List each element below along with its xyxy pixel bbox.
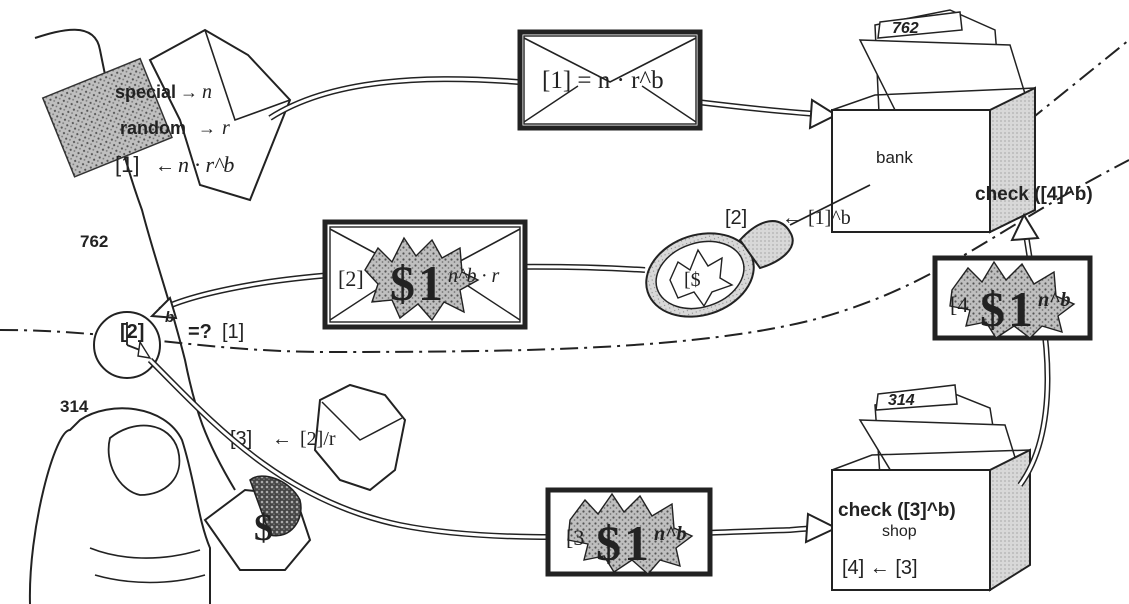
party-number-762: 762 — [80, 232, 108, 251]
party-number-314: 314 — [60, 397, 89, 416]
svg-text:→: → — [180, 82, 198, 102]
envelope-right-label: n · r^b — [178, 152, 234, 177]
thumbnail-icon — [107, 424, 181, 496]
random-card — [41, 57, 173, 178]
bill-shop: [3 $ 1 n^b — [545, 487, 713, 577]
bank-bill-prefix: [4 — [950, 292, 968, 317]
middle-bill-dollar: $ — [390, 255, 415, 311]
clock-check-exp: b — [165, 309, 174, 326]
bank-sign-left: [2] — [725, 207, 747, 229]
bank-bill-amount: 1 — [1008, 281, 1033, 337]
envelope-open-top-left — [148, 28, 292, 202]
clock-check-left: [2] — [120, 321, 144, 343]
clock-check-op: =? — [188, 321, 212, 343]
shop-assign: [4] ← [3] — [842, 557, 918, 579]
special-label: special — [115, 82, 176, 102]
shop-check: check ([3]^b) — [838, 500, 956, 521]
bank-label: bank — [876, 148, 913, 167]
envelope-torn — [313, 383, 407, 492]
middle-bill-prefix: [2] — [338, 266, 364, 291]
unblind-arrow: ← — [272, 428, 292, 450]
envelope-top-formula: [1] = n · r^b — [542, 67, 664, 94]
bank-folder: 762 bank — [831, 9, 1036, 234]
arrow-sign — [789, 184, 871, 226]
envelope-top: [1] = n · r^b — [517, 29, 703, 131]
svg-text:→: → — [198, 118, 216, 138]
shop-bill-amount: 1 — [624, 515, 649, 571]
envelope-left-label: [1] — [115, 152, 139, 177]
clock-check-right: [1] — [222, 321, 244, 343]
bank-check-label: check ([4]^b) — [975, 184, 1093, 205]
shop-folder-tab: 314 — [888, 392, 915, 409]
shop-label: shop — [882, 523, 917, 540]
svg-text:←: ← — [782, 207, 802, 229]
stamp-text: [$ — [684, 269, 701, 291]
bill-bank: [4 $ 1 n^b — [932, 255, 1093, 341]
shop-bill-dollar: $ — [596, 515, 621, 571]
svg-text:←: ← — [155, 155, 175, 177]
bank-bill-suffix: n^b — [1038, 289, 1071, 311]
unblind-right: [2]/r — [300, 428, 336, 450]
middle-bill-amount: 1 — [418, 255, 443, 311]
stamp-icon: [$ — [645, 220, 794, 318]
thumb-icon — [28, 407, 211, 604]
bank-bill-dollar: $ — [980, 281, 1005, 337]
clock-icon — [93, 311, 161, 379]
r-label: r — [222, 117, 230, 139]
middle-bill-suffix: n^b · r — [448, 265, 499, 287]
shop-folder: 314 check ([3]^b) shop [4] ← [3] — [831, 384, 1031, 592]
bottom-envelope-dollar: $ — [254, 507, 273, 549]
shop-bill-suffix: n^b — [654, 523, 687, 545]
random-label: random — [120, 118, 186, 138]
bank-sign-right: [1]^b — [808, 207, 851, 229]
shop-bill-prefix: [3 — [566, 525, 584, 550]
n-label: n — [202, 81, 212, 103]
bank-folder-tab: 762 — [892, 20, 919, 37]
envelope-middle: [2] $ 1 n^b · r — [322, 219, 528, 330]
